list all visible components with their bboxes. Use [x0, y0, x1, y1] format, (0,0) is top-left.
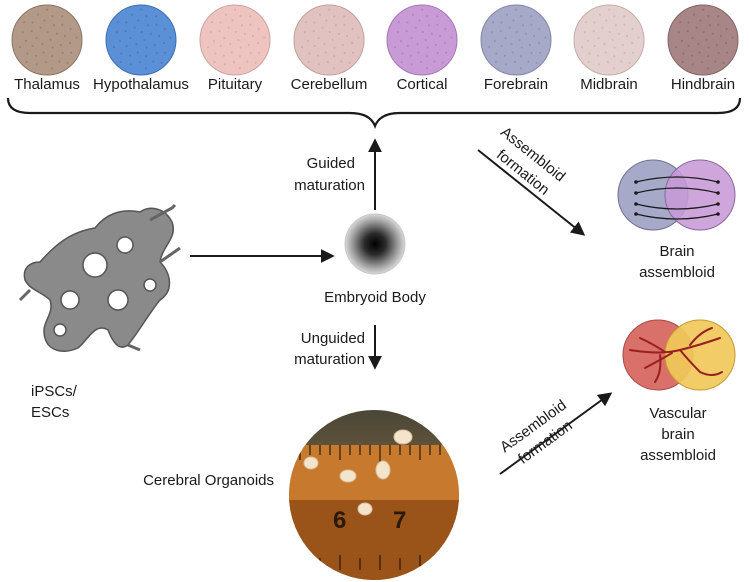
- grouping-brace: [6, 97, 742, 130]
- region-label: Hindbrain: [671, 76, 735, 93]
- vessel-network: [629, 327, 723, 383]
- cerebral-organoids-label: Cerebral Organoids: [143, 472, 274, 489]
- region-label: Midbrain: [580, 76, 638, 93]
- region-organoid-midbrain: Midbrain: [573, 4, 645, 93]
- region-circle: [105, 4, 177, 76]
- region-circle: [386, 4, 458, 76]
- unguided-label-line1: Unguided: [301, 330, 365, 347]
- region-circle: [199, 4, 271, 76]
- region-label: Forebrain: [484, 76, 548, 93]
- region-organoid-pituitary: Pituitary: [199, 4, 271, 93]
- region-organoid-hindbrain: Hindbrain: [667, 4, 739, 93]
- vascular-assembloid-line1: Vascular: [649, 405, 706, 422]
- brain-assembloid-line1: Brain: [659, 243, 694, 260]
- region-organoid-hypothalamus: Hypothalamus: [93, 4, 189, 93]
- region-label: Hypothalamus: [93, 76, 189, 93]
- embryoid-body: [344, 213, 406, 275]
- region-label: Pituitary: [208, 76, 263, 93]
- ruler-number-6: 6: [333, 507, 346, 534]
- region-organoid-forebrain: Forebrain: [480, 4, 552, 93]
- ipsc-colony: [18, 203, 181, 352]
- assembloid-arrow-top: [477, 149, 586, 236]
- vascular-assembloid-line3: assembloid: [640, 447, 716, 464]
- embryoid-body-label: Embryoid Body: [324, 289, 426, 306]
- region-organoid-cerebellum: Cerebellum: [291, 4, 368, 93]
- vascular-brain-assembloid: [622, 319, 736, 391]
- region-label: Thalamus: [14, 76, 80, 93]
- region-organoid-thalamus: Thalamus: [11, 4, 83, 93]
- axon-projections: [635, 176, 719, 220]
- region-organoid-cortical: Cortical: [386, 4, 458, 93]
- organoid-blobs: [303, 429, 413, 516]
- ruler-number-7: 7: [393, 507, 406, 534]
- brain-assembloid-line2: assembloid: [639, 264, 715, 281]
- ipsc-label-line2: ESCs: [31, 404, 69, 421]
- cerebral-organoids-photo: 6 7: [289, 410, 459, 580]
- unguided-label-line2: maturation: [294, 351, 365, 368]
- brain-assembloid: [617, 159, 736, 231]
- region-label: Cerebellum: [291, 76, 368, 93]
- guided-label-line1: Guided: [307, 155, 355, 172]
- region-label: Cortical: [397, 76, 448, 93]
- assembloid-arrow-bottom: [499, 392, 613, 475]
- region-circle: [667, 4, 739, 76]
- vascular-assembloid-line2: brain: [661, 426, 694, 443]
- brain-region-row: Thalamus Hypothalamus Pituitary Cerebellum C…: [11, 4, 739, 93]
- region-circle: [573, 4, 645, 76]
- guided-label-line2: maturation: [294, 177, 365, 194]
- region-circle: [11, 4, 83, 76]
- ipsc-label-line1: iPSCs/: [31, 383, 78, 400]
- region-circle: [293, 4, 365, 76]
- region-circle: [480, 4, 552, 76]
